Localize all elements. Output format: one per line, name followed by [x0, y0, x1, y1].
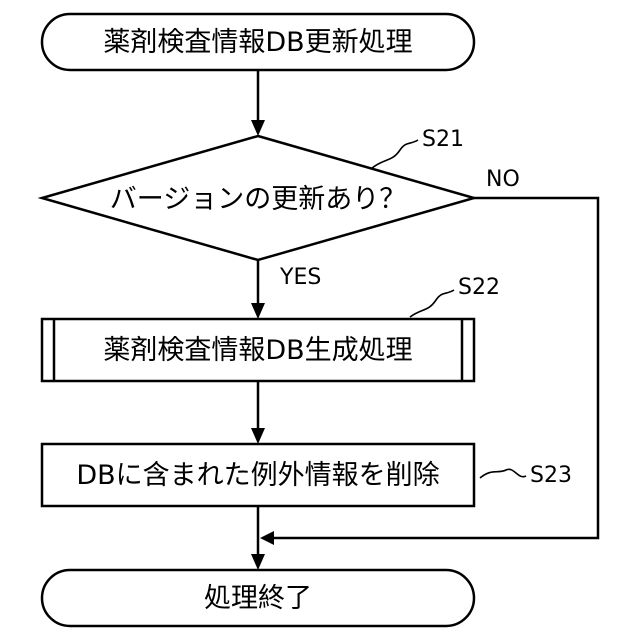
- s22-leader-line: [410, 290, 454, 317]
- step-label-s22: S22: [458, 275, 500, 300]
- arrowhead-start-to-decision: [251, 120, 265, 136]
- yes-branch-label: YES: [279, 265, 321, 290]
- decision-label: バージョンの更新あり？: [110, 184, 406, 215]
- arrowhead-s22-to-s23: [251, 428, 265, 444]
- start-terminal-label: 薬剤検査情報DB更新処理: [103, 27, 412, 58]
- end-terminal-label: 処理終了: [204, 583, 312, 614]
- step-label-s23: S23: [530, 463, 572, 488]
- no-branch-label: NO: [486, 167, 520, 192]
- arrowhead-s23-to-end: [251, 554, 265, 570]
- process-label: DBに含まれた例外情報を削除: [76, 460, 439, 491]
- arrowhead-no-branch: [260, 531, 274, 545]
- s23-leader-line: [480, 469, 526, 478]
- predefined-process-label: 薬剤検査情報DB生成処理: [103, 335, 412, 366]
- step-label-s21: S21: [422, 127, 464, 152]
- s21-leader-line: [372, 140, 418, 168]
- arrowhead-decision-to-s22: [251, 303, 265, 319]
